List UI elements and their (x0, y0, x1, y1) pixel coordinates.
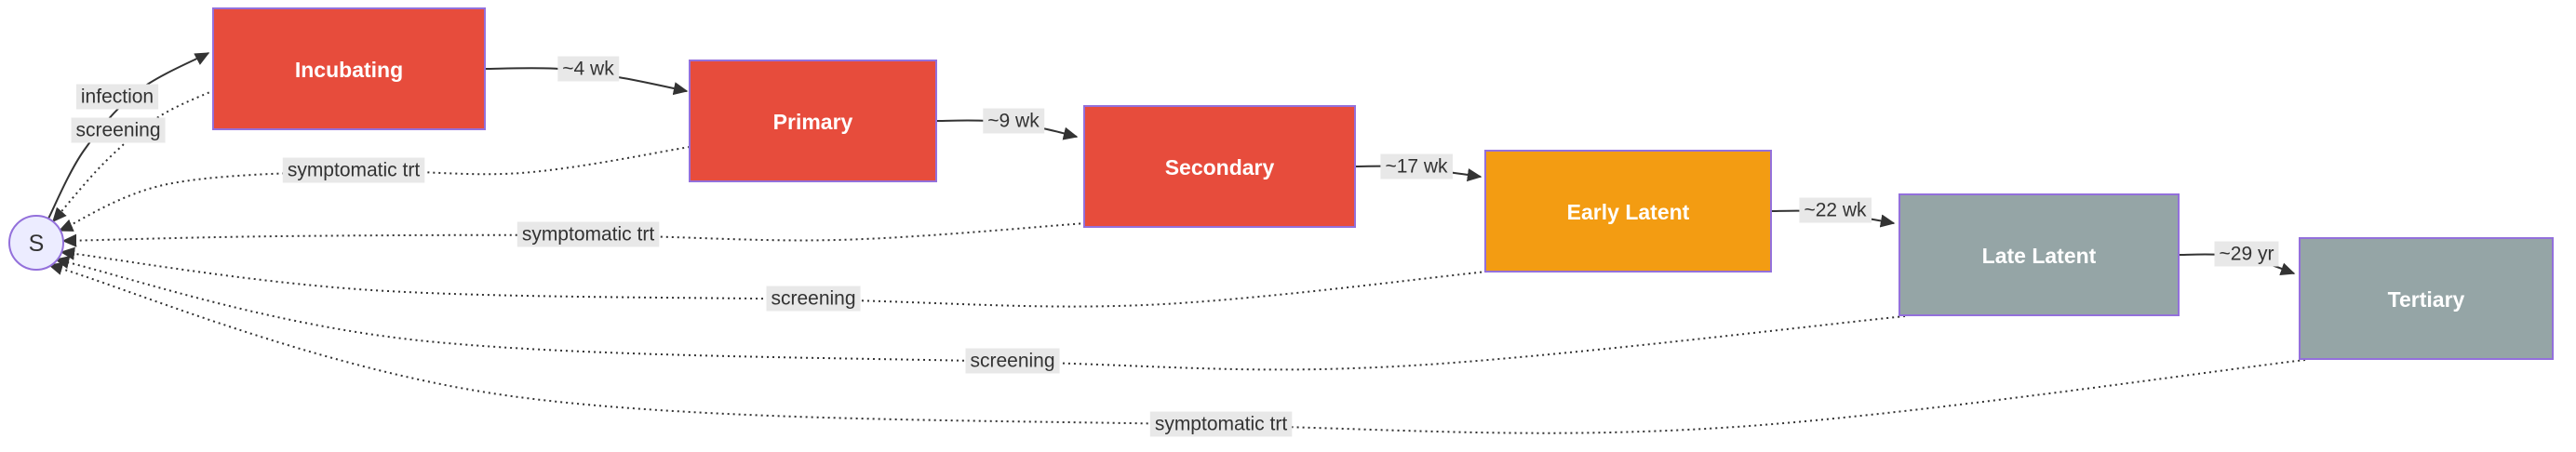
node-label-s: S (29, 231, 45, 257)
edge-label-bg (766, 286, 861, 312)
edge-label-screening-early-latent: screening (766, 286, 861, 312)
edge-label-text-screening-incubating: screening (75, 120, 160, 141)
edge-label-text-trt-primary: symptomatic trt (288, 160, 421, 181)
node-shape-incubating (212, 7, 486, 130)
node-shape-tertiary (2299, 237, 2554, 360)
edge-label-infection: infection (75, 84, 159, 110)
node-early-latent: Early Latent (1484, 150, 1772, 273)
edge-label-text-trt-secondary: symptomatic trt (522, 224, 655, 246)
edge-label-bg (983, 108, 1045, 134)
node-shape-early-latent (1484, 150, 1772, 273)
edge-label-bg (1149, 411, 1293, 437)
edge-label-bg (2214, 241, 2279, 267)
edge-label-bg (71, 117, 166, 143)
edge-screening-early-latent (60, 246, 1488, 308)
node-tertiary: Tertiary (2299, 237, 2554, 360)
edge-label-text-infection: infection (81, 86, 154, 108)
edge-label-bg (965, 348, 1060, 374)
node-shape-late-latent (1898, 193, 2180, 316)
edge-label-t29yr: ~29 yr (2214, 241, 2279, 267)
node-secondary: Secondary (1083, 105, 1356, 228)
edge-label-bg (517, 221, 660, 247)
node-primary: Primary (689, 60, 937, 182)
edge-label-bg (75, 84, 159, 110)
node-label-primary: Primary (773, 110, 853, 134)
node-label-late-latent: Late Latent (1982, 244, 2097, 268)
edge-label-text-t9wk: ~9 wk (987, 111, 1040, 132)
node-label-secondary: Secondary (1165, 155, 1275, 179)
edge-label-bg (1799, 197, 1872, 223)
edge-label-text-t4wk: ~4 wk (562, 59, 614, 80)
node-label-tertiary: Tertiary (2388, 287, 2465, 312)
edge-label-trt-tertiary: symptomatic trt (1149, 411, 1293, 437)
edge-label-screening-late-latent: screening (965, 348, 1060, 374)
node-label-incubating: Incubating (295, 58, 403, 82)
edge-labels-layer: infection screening ~4 wk ~9 wk ~17 wk ~22 wk… (71, 56, 2279, 437)
edge-label-t17wk: ~17 wk (1380, 153, 1453, 179)
edge-label-screening-incubating: screening (71, 117, 166, 143)
edge-label-trt-secondary: symptomatic trt (517, 221, 660, 247)
edge-label-t22wk: ~22 wk (1799, 197, 1872, 223)
edge-label-text-trt-tertiary: symptomatic trt (1155, 414, 1288, 435)
edge-label-text-t17wk: ~17 wk (1385, 156, 1448, 178)
node-shape-primary (689, 60, 937, 182)
node-s: S (8, 215, 64, 271)
edge-label-t4wk: ~4 wk (557, 56, 620, 82)
edge-label-bg (282, 157, 425, 183)
node-incubating: Incubating (212, 7, 486, 130)
edge-label-text-t29yr: ~29 yr (2220, 244, 2274, 265)
node-label-early-latent: Early Latent (1567, 200, 1690, 224)
edge-label-text-t22wk: ~22 wk (1804, 200, 1867, 221)
edge-screening-incubating (52, 89, 215, 223)
edge-label-bg (557, 56, 620, 82)
edge-label-text-screening-early-latent: screening (771, 288, 855, 310)
node-shape-s (8, 215, 64, 271)
node-late-latent: Late Latent (1898, 193, 2180, 316)
edge-label-t9wk: ~9 wk (983, 108, 1045, 134)
node-shape-secondary (1083, 105, 1356, 228)
edge-label-trt-primary: symptomatic trt (282, 157, 425, 183)
edge-label-text-screening-late-latent: screening (970, 351, 1054, 372)
edge-label-bg (1380, 153, 1453, 179)
